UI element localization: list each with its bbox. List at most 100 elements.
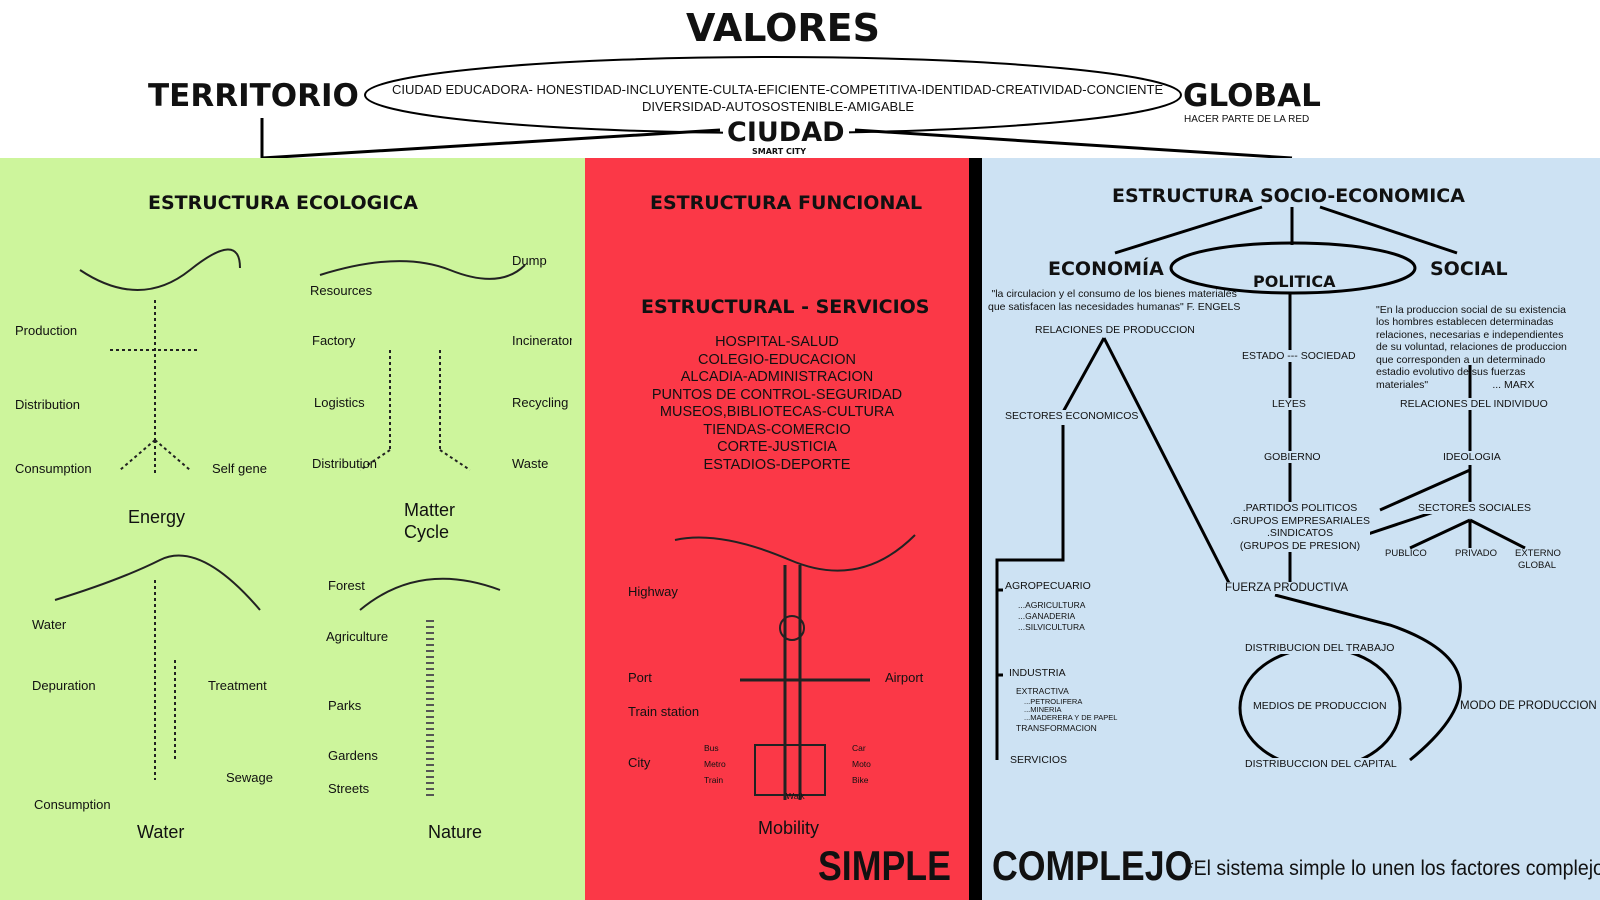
node: TRANSFORMACION (1016, 723, 1097, 733)
mobility-label: Airport (885, 670, 924, 685)
node: GLOBAL (1518, 560, 1557, 571)
territorio-label: TERRITORIO (148, 78, 359, 114)
simple-label: SIMPLE (818, 842, 951, 889)
node: MODO DE PRODUCCION (1460, 700, 1597, 712)
node: RELACIONES DE PRODUCCION (1035, 324, 1195, 336)
quote-line: que satisfacen las necesidades humanas" … (988, 301, 1241, 313)
node: SERVICIOS (1010, 754, 1067, 766)
global-sub: HACER PARTE DE LA RED (1184, 114, 1310, 125)
nature-label: Gardens (328, 748, 378, 763)
nature-title: Nature (428, 822, 483, 842)
mobility-label: Highway (628, 584, 678, 599)
quote-line: materiales" ... MARX (1376, 378, 1535, 391)
mobility-title: Mobility (758, 818, 820, 838)
quote-line: los hombres establecen determinadas (1376, 316, 1554, 328)
socio-title: ESTRUCTURA SOCIO-ECONOMICA (1112, 185, 1465, 207)
matter-label: Incinerator (512, 333, 572, 348)
mobility-label: City (628, 755, 651, 770)
node: ...MINERIA (1024, 705, 1062, 714)
complejo-label: COMPLEJO (992, 842, 1193, 889)
node: IDEOLOGIA (1443, 451, 1501, 463)
node: ESTADO --- SOCIEDAD (1242, 350, 1356, 362)
node: DISTRIBUCCION DEL CAPITAL (1245, 758, 1397, 770)
node: PRIVADO (1455, 548, 1498, 559)
politica-heading: POLITICA (1253, 272, 1336, 291)
quote-line: relaciones, necesarias e independientes (1376, 328, 1564, 341)
matter-title-2: Cycle (404, 522, 450, 542)
eco-title: ESTRUCTURA ECOLOGICA (148, 192, 418, 214)
energy-label: Production (15, 323, 78, 338)
ciudad-sub: SMART CITY (752, 147, 807, 156)
economia-heading: ECONOMÍA (1048, 258, 1164, 280)
energy-label: Self gene (212, 461, 267, 476)
functional-panel (585, 158, 969, 900)
ciudad-label: CIUDAD (723, 117, 849, 148)
matter-label: Factory (312, 333, 356, 348)
service-item: COLEGIO-EDUCACION (698, 351, 856, 368)
water-title: Water (137, 822, 185, 842)
mobility-label: Walk (786, 791, 805, 801)
nature-label: Streets (328, 781, 370, 796)
quote-line: "En la produccion social de su existenci… (1376, 303, 1566, 316)
marx-quote: "En la produccion social de su existenci… (1376, 291, 1567, 391)
matter-label: Distribution (312, 456, 378, 471)
node-line: .GRUPOS EMPRESARIALES (1230, 514, 1371, 527)
node: SECTORES ECONOMICOS (1005, 410, 1139, 422)
services-list: HOSPITAL-SALUD COLEGIO-EDUCACION ALCADIA… (585, 334, 969, 474)
ecological-panel (0, 158, 585, 900)
node-line: .SINDICATOS (1266, 527, 1334, 539)
service-item: MUSEOS,BIBLIOTECAS-CULTURA (659, 404, 895, 420)
mobility-label: Car (852, 743, 866, 753)
footnote: *El sistema simple lo unen los factores … (1186, 857, 1600, 880)
node: SECTORES SOCIALES (1418, 502, 1532, 514)
mobility-label: Bus (704, 743, 719, 753)
node: ...SILVICULTURA (1018, 622, 1085, 632)
node: MEDIOS DE PRODUCCION (1253, 700, 1387, 712)
func-subtitle: ESTRUCTURAL - SERVICIOS (641, 296, 930, 318)
nature-label: Agriculture (326, 629, 389, 644)
mobility-label: Metro (704, 759, 726, 769)
node: ...AGRICULTURA (1018, 600, 1086, 610)
node: PUBLICO (1385, 548, 1427, 559)
node: EXTRACTIVA (1016, 686, 1069, 696)
matter-label: Logistics (314, 395, 365, 410)
water-label: Water (32, 617, 67, 632)
social-heading: SOCIAL (1430, 258, 1508, 280)
water-label: Sewage (226, 770, 273, 785)
quote-line: estadio evolutivo de sus fuerzas (1376, 366, 1526, 378)
matter-title: Matter (404, 500, 456, 520)
values-line-1: CIUDAD EDUCADORA- HONESTIDAD-INCLUYENTE-… (392, 82, 1164, 97)
node: RELACIONES DEL INDIVIDUO (1400, 398, 1548, 410)
node: INDUSTRIA (1009, 667, 1066, 679)
energy-label: Consumption (15, 461, 92, 476)
node: LEYES (1272, 398, 1306, 410)
mobility-label: Moto (852, 759, 871, 769)
matter-label: Resources (310, 283, 373, 298)
node: EXTERNO (1515, 548, 1561, 559)
service-item: ALCADIA-ADMINISTRACION (680, 369, 874, 385)
service-item: CORTE-JUSTICIA (717, 439, 837, 455)
nature-label: Forest (328, 578, 365, 593)
divider (969, 158, 982, 900)
matter-label: Dump (512, 253, 547, 268)
service-item: HOSPITAL-SALUD (715, 334, 839, 350)
node: FUERZA PRODUCTIVA (1225, 582, 1349, 594)
node: GOBIERNO (1264, 451, 1321, 463)
title-valores: VALORES (686, 6, 880, 50)
nature-label: Parks (328, 698, 362, 713)
water-label: Depuration (32, 678, 96, 693)
energy-label: Distribution (15, 397, 81, 412)
quote-line: de su voluntad, relaciones de produccion (1376, 341, 1567, 353)
water-label: Treatment (208, 678, 267, 693)
mobility-label: Train station (628, 704, 700, 719)
service-item: ESTADIOS-DEPORTE (703, 456, 851, 473)
energy-title: Energy (128, 507, 186, 527)
node: ...GANADERIA (1018, 611, 1076, 621)
quote-line: que corresponden a un determinado (1376, 353, 1546, 366)
matter-label: Recycling (512, 395, 569, 410)
service-item: TIENDAS-COMERCIO (703, 421, 851, 438)
node: .PARTIDOS POLITICOS.GRUPOS EMPRESARIALES… (1230, 502, 1371, 552)
water-label: Consumption (34, 797, 111, 812)
values-line-2: DIVERSIDAD-AUTOSOSTENIBLE-AMIGABLE (642, 99, 915, 114)
